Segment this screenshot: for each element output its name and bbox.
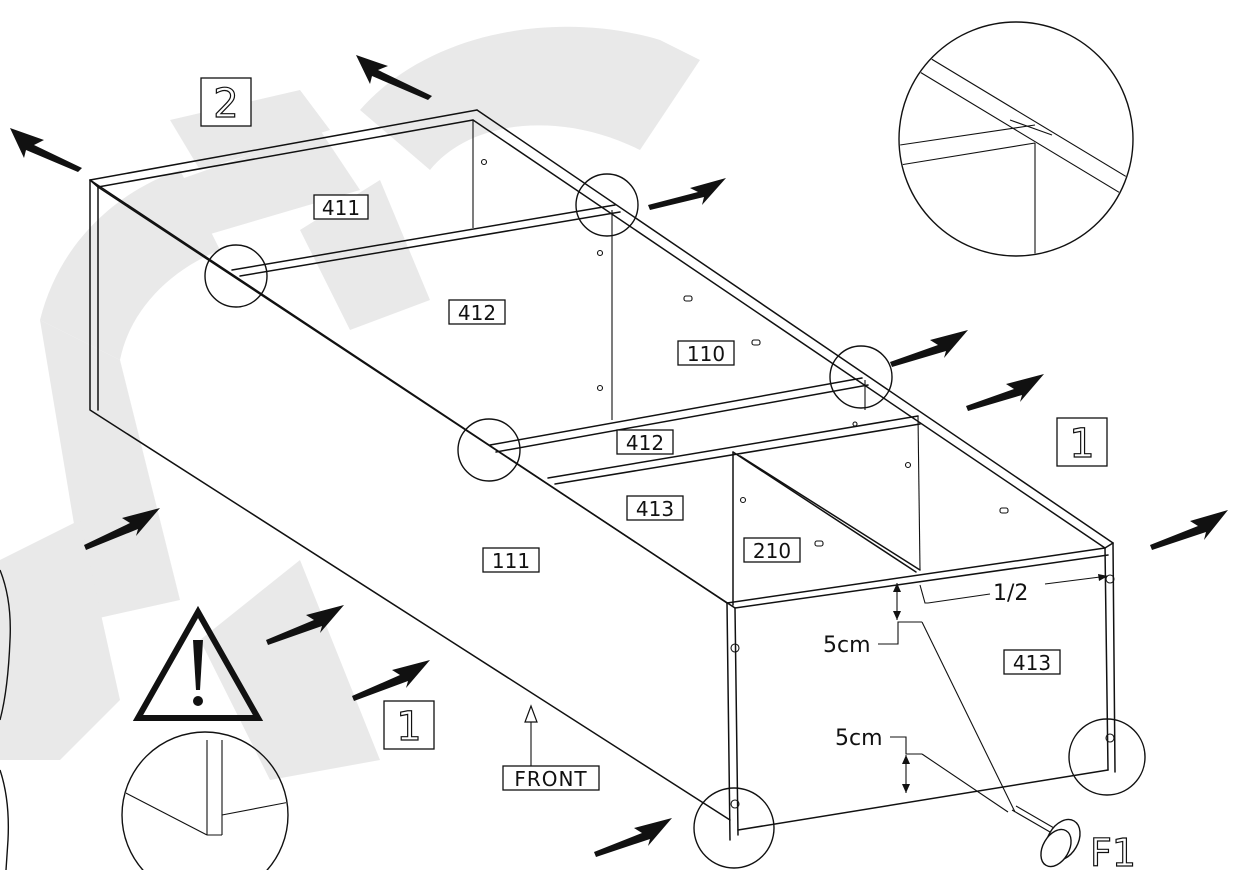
- label-110: 110: [687, 342, 725, 366]
- direction-arrow-icon: [10, 55, 1228, 857]
- label-210: 210: [753, 539, 791, 563]
- detail-magnifier-icon: [121, 731, 289, 870]
- warning-icon: [132, 605, 264, 721]
- partial-detail-circles: [0, 569, 11, 870]
- front-arrow: [524, 704, 538, 766]
- fitting-f1: [1011, 805, 1081, 868]
- step-number-1-right: 1: [1069, 421, 1094, 467]
- watermark: [0, 26, 700, 780]
- dimension-top-5cm: 5cm: [823, 633, 871, 658]
- fitting-label-f1: F1: [1090, 831, 1136, 870]
- joint-highlight-circles: [204, 173, 1146, 869]
- label-111: 111: [492, 549, 530, 573]
- front-label: FRONT: [514, 767, 587, 791]
- cabinet-frame: [89, 109, 1116, 841]
- dimension-bottom-5cm: 5cm: [835, 726, 883, 751]
- step-number-1-bottom: 1: [396, 704, 421, 750]
- label-411: 411: [322, 196, 360, 220]
- label-413-side: 413: [1013, 651, 1051, 675]
- panel-labels: 411 412 110 412 413 210 111 413 FRONT: [313, 194, 1061, 791]
- step-number-2: 2: [213, 81, 238, 127]
- label-412-front: 412: [626, 431, 664, 455]
- dimension-lines: [878, 574, 1109, 813]
- label-412-back: 412: [458, 301, 496, 325]
- detail-magnifier-icon: [898, 21, 1134, 257]
- label-413-middle: 413: [636, 497, 674, 521]
- step-numbers: 2 1 1: [200, 77, 1108, 751]
- dimension-labels: 5cm 5cm 1/2 F1: [823, 581, 1137, 870]
- dimension-half: 1/2: [993, 581, 1028, 606]
